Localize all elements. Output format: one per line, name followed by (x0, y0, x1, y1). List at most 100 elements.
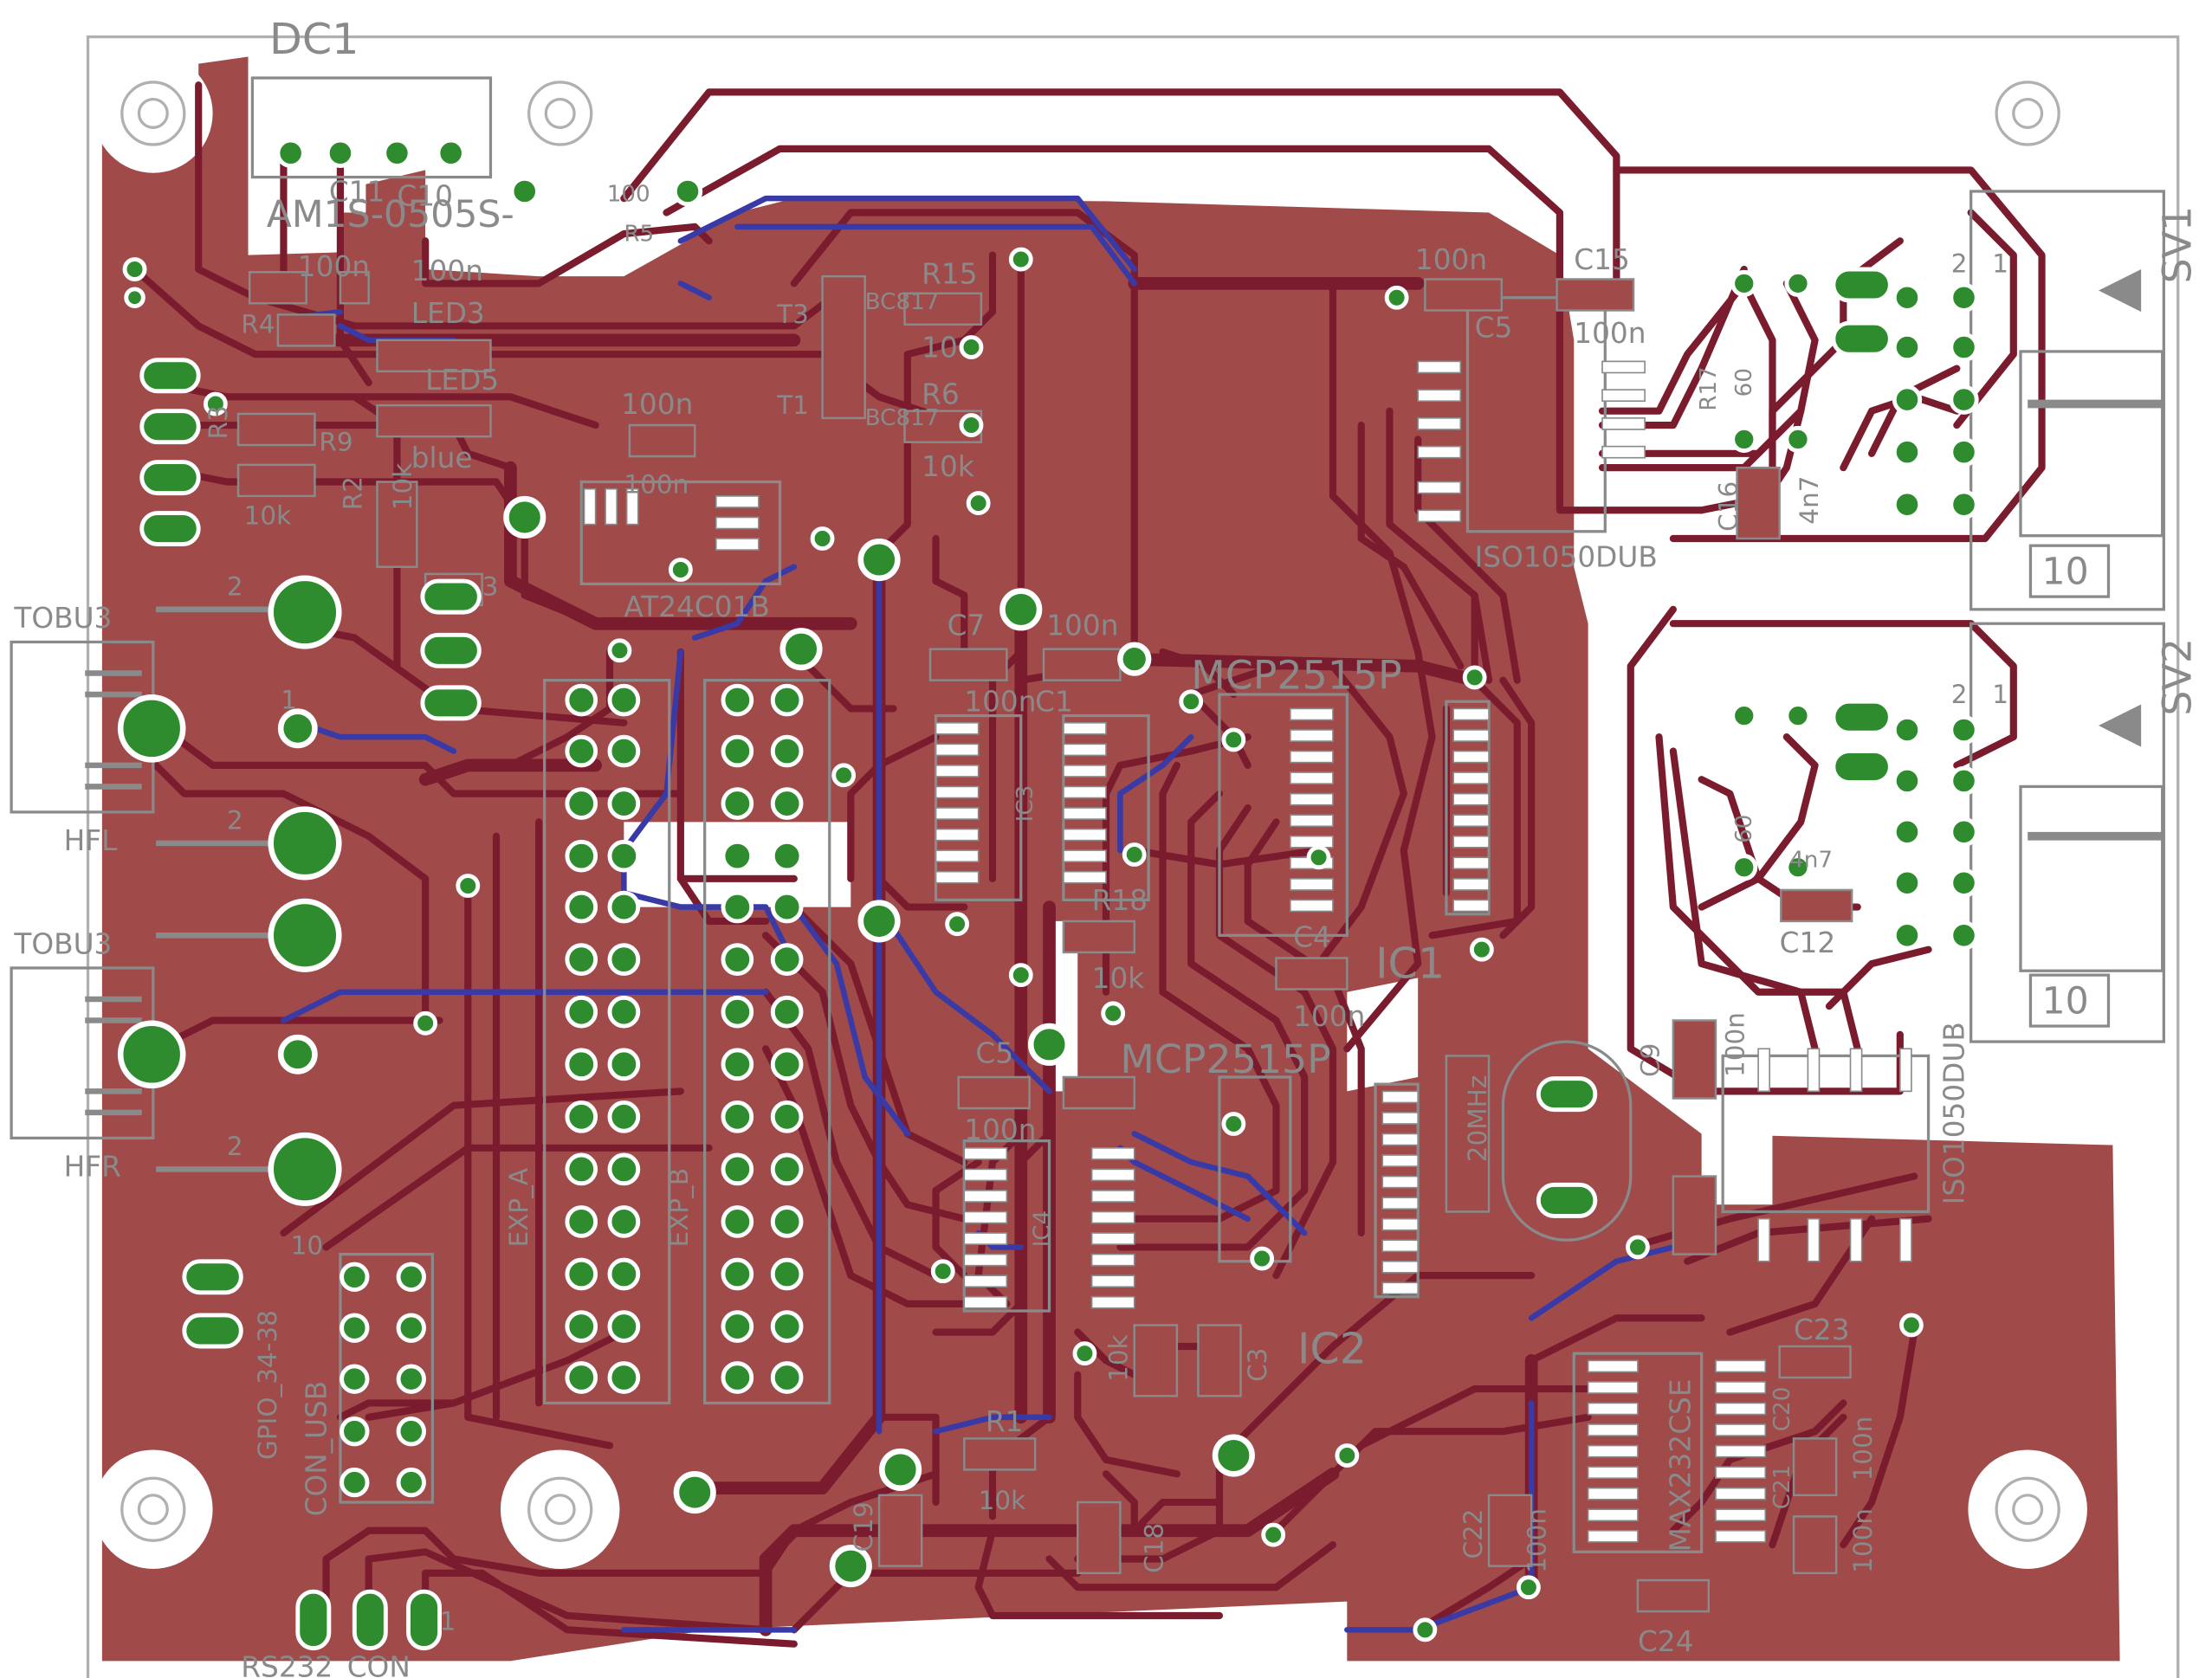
label-iso1050-top: ISO1050DUB (1475, 541, 1658, 574)
label-r12-val: 60 (1731, 815, 1757, 843)
label-r6: R6 (922, 378, 960, 410)
label-t1: T1 (776, 390, 809, 420)
label-c4-val: 100n (1293, 1000, 1365, 1033)
label-c100n-c: 100n (1848, 1508, 1878, 1573)
label-c100n-d: 100n (411, 255, 483, 287)
label-ic2: IC2 (1297, 1324, 1367, 1374)
label-r15-val: 10 (922, 331, 958, 364)
label-c5-top: C5 (1475, 312, 1513, 345)
label-c9: C9 (1635, 1043, 1665, 1077)
label-sv2: SV2 (2153, 638, 2200, 716)
label-c100n-b: 100n (1848, 1417, 1878, 1481)
label-pin-1b: 1 (1992, 680, 2008, 709)
label-iso1050-bot: ISO1050DUB (1937, 1022, 1970, 1204)
label-exp-b: EXP_B (664, 1168, 694, 1247)
label-r5-val: 100 (607, 181, 650, 207)
label-bc817-b: BC817 (865, 405, 940, 431)
label-ten-b: 10 (2042, 979, 2089, 1023)
label-sv1: SV1 (2153, 206, 2200, 284)
label-c18: C18 (1139, 1523, 1168, 1573)
label-ic3: IC3 (1012, 785, 1038, 823)
label-r9: R9 (319, 428, 352, 457)
sv-bars (2028, 399, 2163, 841)
label-led3: LED3 (411, 297, 485, 330)
label-pin-2a: 2 (1951, 248, 1968, 278)
silk-labels: DC1 AM1S-0505S- C11 C10 100n 100n R4 LED… (13, 14, 2200, 1678)
label-pin-10: 10 (291, 1231, 323, 1261)
label-r4: R4 (241, 310, 275, 339)
label-r10k-c: 10k (388, 463, 417, 511)
label-c15: C15 (1574, 243, 1630, 276)
oval-pads (139, 267, 1892, 1651)
label-bc817-a: BC817 (865, 289, 940, 315)
label-pin-1a: 1 (1992, 248, 2008, 278)
label-gpio: GPIO_34-38 (253, 1310, 282, 1460)
label-max232: MAX232CSE (1665, 1378, 1698, 1552)
label-r3: R3 (204, 405, 233, 439)
label-c12: C12 (1780, 926, 1836, 959)
label-r1: R1 (986, 1405, 1024, 1438)
label-c7: C7 (948, 609, 986, 642)
label-c11: C11 (329, 175, 385, 208)
label-pin-1d: 1 (440, 1606, 456, 1636)
label-r18-val: 10k (1092, 962, 1145, 995)
label-c1-val: 100n (964, 686, 1036, 719)
label-c100n-ic: 100n (624, 470, 689, 500)
label-pin-3: 3 (482, 571, 499, 601)
silkscreen (10, 76, 2165, 1553)
label-tobu3-a: TOBU3 (13, 602, 112, 635)
label-r2: R2 (338, 476, 367, 510)
label-r10k-a: 10k (1104, 1334, 1134, 1382)
label-tobu3-b: TOBU3 (13, 928, 112, 961)
label-c22: C22 (1458, 1508, 1488, 1559)
label-dc1-part: AM1S-0505S- (267, 193, 514, 236)
smd-pads (236, 271, 1853, 1613)
label-pin-2e: 2 (227, 1132, 243, 1161)
label-c16-val: 4n7 (1795, 475, 1824, 524)
label-c9-val: 100n (1721, 1012, 1750, 1077)
label-r6-val: 10k (922, 450, 974, 483)
label-c5-val: 100n (964, 1113, 1036, 1146)
label-c1: C1 (1035, 686, 1073, 719)
label-r5: R5 (624, 221, 654, 247)
label-c7-val: 100n (1046, 609, 1118, 642)
label-r18: R18 (1092, 884, 1148, 917)
label-c19: C19 (849, 1501, 878, 1552)
label-c100n-e: 100n (298, 250, 370, 283)
through-hole-pads (122, 138, 1979, 1643)
label-c20: C20 (1769, 1387, 1795, 1432)
label-r17: R17 (1696, 366, 1722, 411)
label-t3: T3 (776, 300, 809, 329)
tobu3-pads (117, 575, 342, 1206)
label-pin-2b: 2 (1951, 680, 1968, 709)
label-c23: C23 (1794, 1313, 1850, 1346)
label-pin-1c: 1 (281, 685, 297, 714)
label-con-usb: CON_USB (301, 1381, 333, 1517)
label-c5: C5 (975, 1037, 1013, 1070)
label-ic1: IC1 (1375, 938, 1445, 988)
ic-pins (583, 360, 1912, 1543)
mounting-holes (120, 81, 2060, 1542)
label-c4: C4 (1293, 920, 1331, 953)
label-c100n-f: 100n (1523, 1508, 1552, 1573)
label-r1-val: 10k (979, 1486, 1026, 1515)
label-c4n7b: 4n7 (1789, 848, 1833, 874)
label-ten-a: 10 (2042, 550, 2089, 593)
label-hfr: HFR (64, 1151, 121, 1184)
label-pin-2c: 2 (227, 571, 243, 601)
label-r10k-b: 10k (244, 501, 292, 531)
label-c16: C16 (1714, 481, 1743, 532)
label-r17-val: 60 (1731, 368, 1757, 397)
label-crystal: 20MHz (1463, 1075, 1492, 1162)
label-at24c01b: AT24C01B (624, 591, 769, 623)
label-c100n-top: 100n (621, 388, 693, 421)
label-mcp2515p-a: MCP2515P (1191, 652, 1401, 699)
label-r15: R15 (922, 257, 977, 290)
label-c3: C3 (1243, 1348, 1272, 1382)
sv-triangles (2099, 268, 2142, 747)
label-rs232-con: RS232_CON (241, 1650, 411, 1678)
label-c15-val: 100n (1574, 317, 1646, 350)
label-c10: C10 (397, 179, 453, 212)
label-pin-2d: 2 (227, 806, 243, 836)
